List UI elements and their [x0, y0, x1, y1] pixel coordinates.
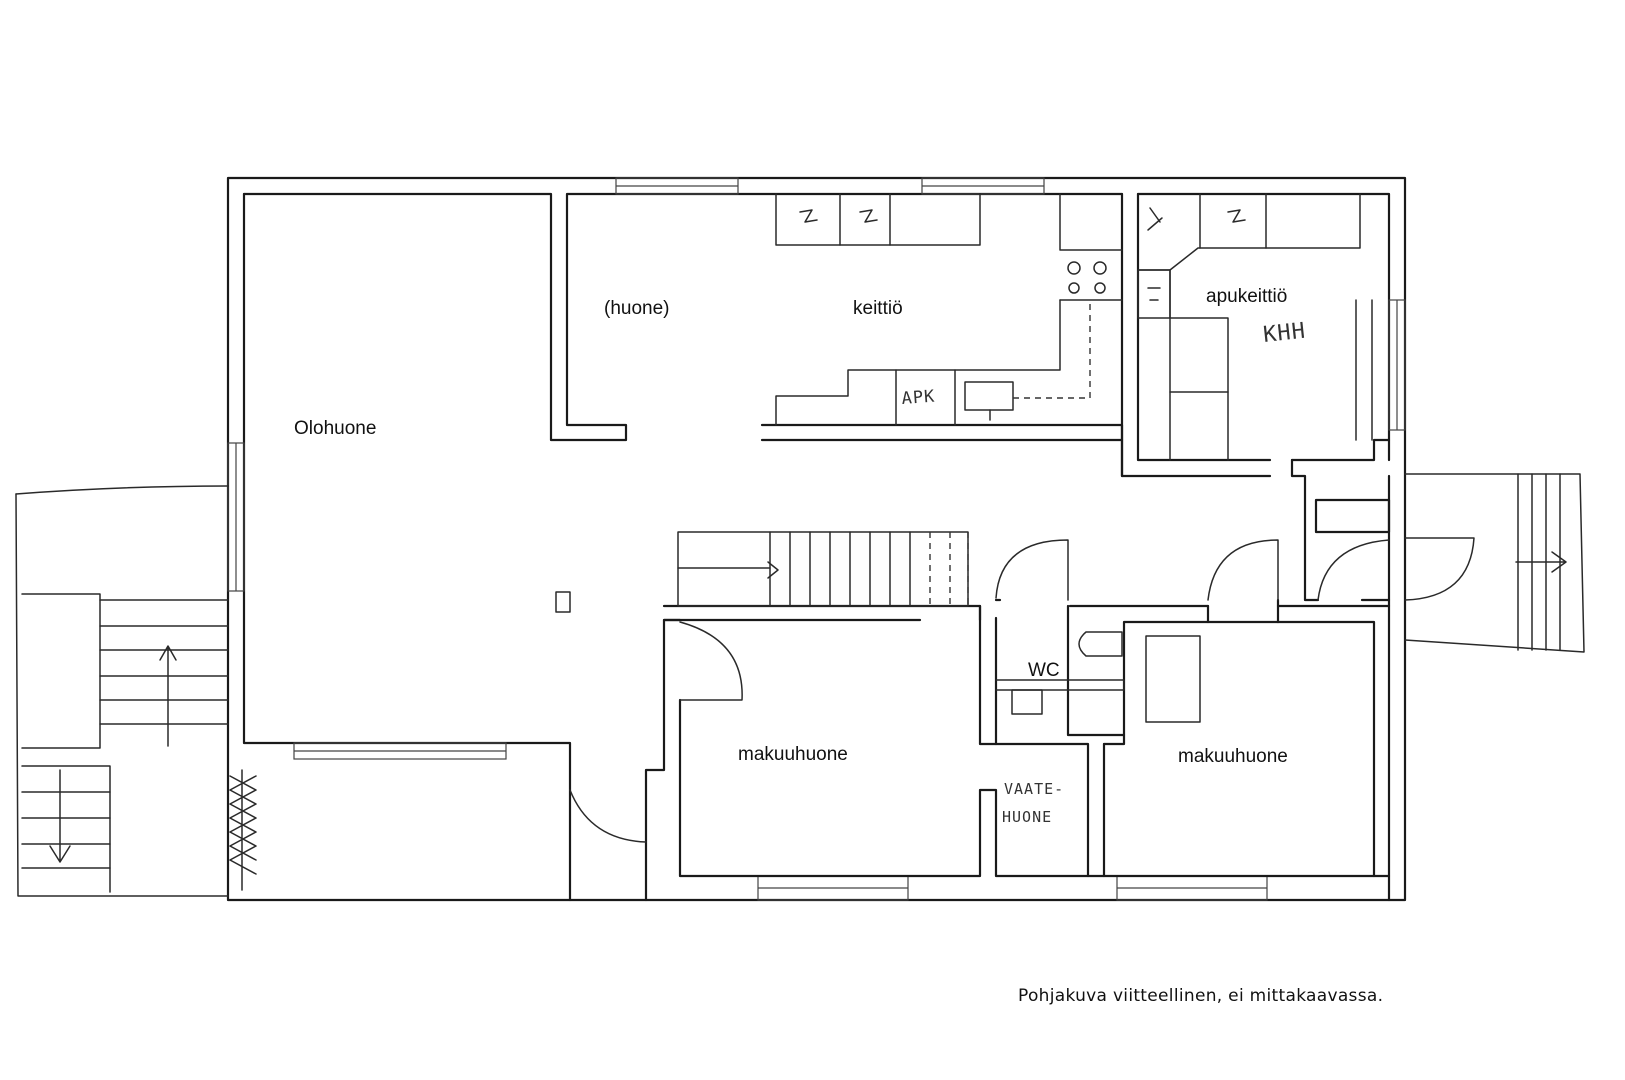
- handwritten-labels: APK KHH VAATE- HUONE: [901, 319, 1307, 826]
- left-terrace: [15, 485, 257, 897]
- footer-note: Pohjakuva viitteellinen, ei mittakaavass…: [1018, 986, 1384, 1006]
- staircase: [555, 531, 969, 613]
- utility-kitchen-fixtures: [1137, 193, 1373, 461]
- label-vaatehuone-1: VAATE-: [1004, 780, 1064, 798]
- windows: [227, 177, 1406, 901]
- right-entry: [1404, 473, 1585, 653]
- room-labels: Olohuone (huone) keittiö apukeittiö WC m…: [294, 286, 1288, 767]
- label-makuuhuone-right: makuuhuone: [1178, 746, 1288, 767]
- label-apukeittio: apukeittiö: [1206, 286, 1287, 307]
- door-swings: [569, 537, 1475, 843]
- label-khh: KHH: [1262, 319, 1307, 348]
- label-wc: WC: [1028, 660, 1060, 681]
- label-huone: (huone): [604, 298, 670, 319]
- label-vaatehuone-2: HUONE: [1002, 808, 1052, 826]
- label-apk: APK: [901, 387, 936, 409]
- kitchen-fixtures: [775, 193, 1123, 426]
- label-olohuone: Olohuone: [294, 418, 376, 439]
- wc-fixtures: [995, 631, 1201, 723]
- label-keittio: keittiö: [853, 298, 903, 319]
- label-makuuhuone-left: makuuhuone: [738, 744, 848, 765]
